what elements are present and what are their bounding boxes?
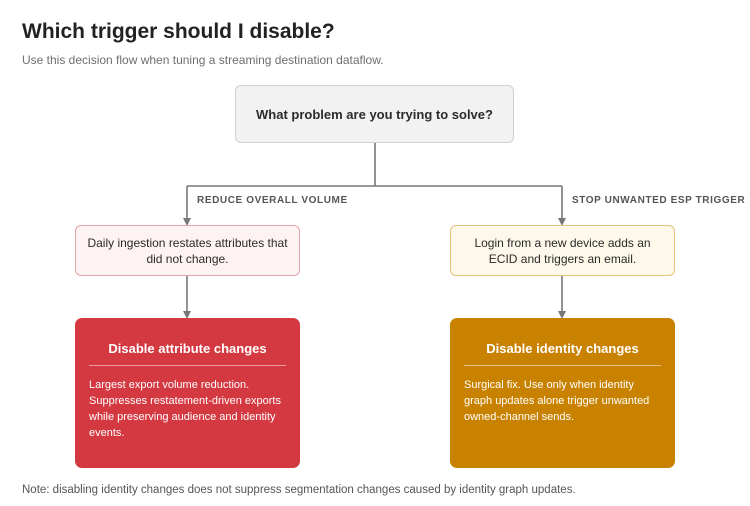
result-card-disable-identity-changes: Disable identity changes Surgical fix. U… (450, 318, 675, 468)
condition-node-new-device-login: Login from a new device adds an ECID and… (450, 225, 675, 276)
result-divider (464, 365, 661, 366)
result-description: Surgical fix. Use only when identity gra… (464, 379, 650, 423)
branch-label-stop-esp-trigger: STOP UNWANTED ESP TRIGGER (572, 195, 746, 206)
condition-node-attribute-restatement: Daily ingestion restates attributes that… (75, 225, 300, 276)
branch-label-reduce-volume: REDUCE OVERALL VOLUME (197, 195, 348, 206)
result-title: Disable attribute changes (108, 341, 267, 356)
page-subtitle: Use this decision flow when tuning a str… (22, 53, 384, 67)
result-title: Disable identity changes (486, 341, 639, 356)
root-question-text: What problem are you trying to solve? (256, 106, 493, 122)
result-card-disable-attribute-changes: Disable attribute changes Largest export… (75, 318, 300, 468)
page-title: Which trigger should I disable? (22, 20, 335, 43)
footer-note: Note: disabling identity changes does no… (22, 484, 576, 496)
result-description: Largest export volume reduction. Suppres… (89, 379, 281, 439)
condition-text: Login from a new device adds an ECID and… (474, 235, 651, 266)
root-question-node: What problem are you trying to solve? (235, 85, 514, 143)
condition-text: Daily ingestion restates attributes that… (87, 235, 288, 266)
result-divider (89, 365, 286, 366)
